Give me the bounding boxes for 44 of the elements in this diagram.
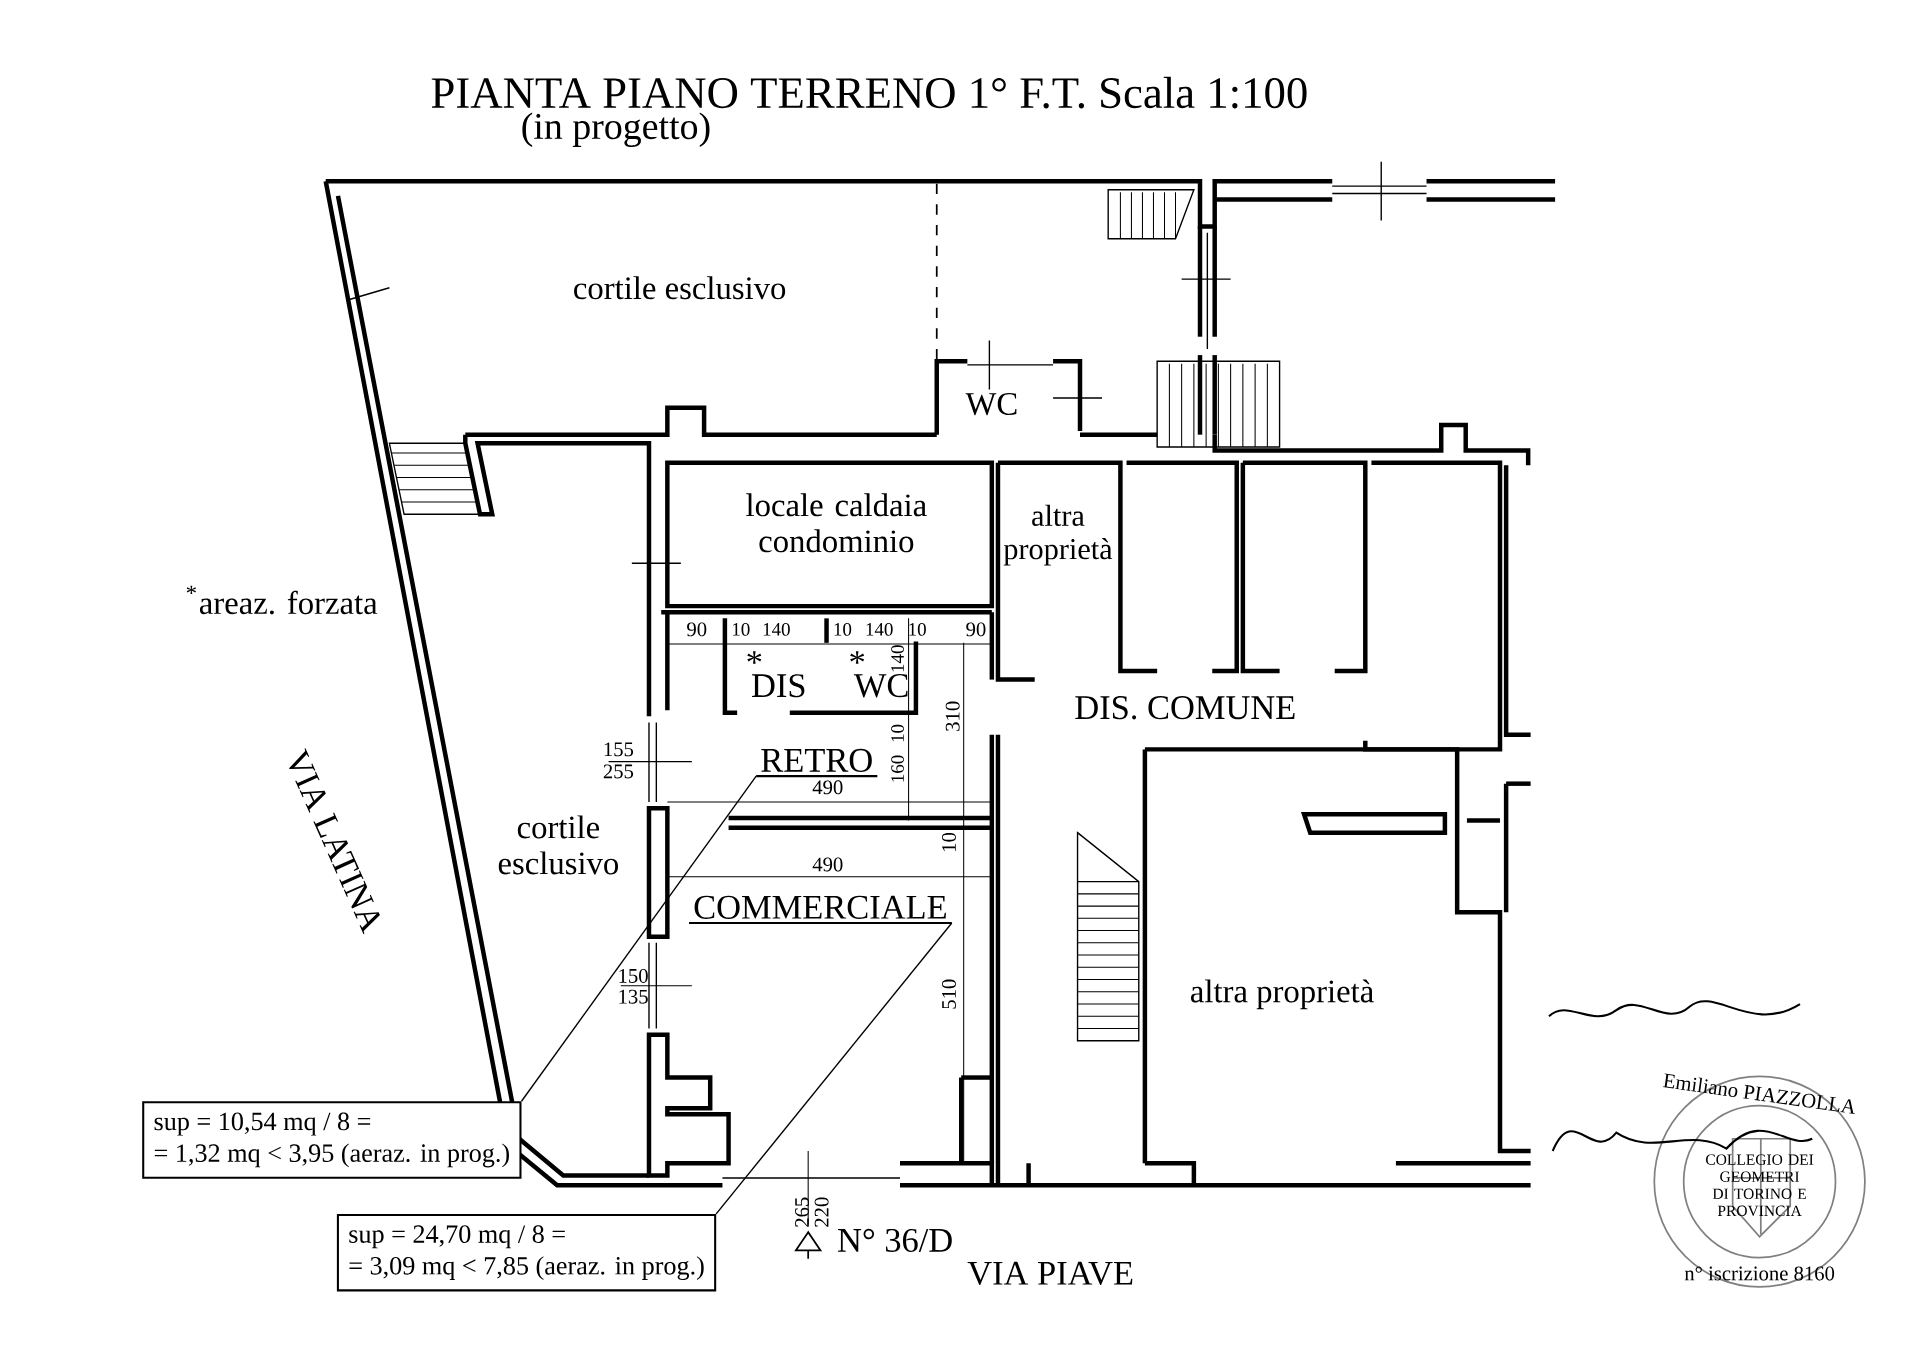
room-label: WC [965, 393, 1017, 416]
dimension-label: 155 [604, 742, 634, 757]
subtitle: (in progetto) [522, 112, 710, 148]
room-label: WC [853, 674, 908, 698]
dimension-label: 90 [966, 622, 986, 637]
room-label: DIS [752, 674, 805, 698]
dimension-label: 310 [945, 701, 960, 731]
room-label: altra proprietà [1003, 504, 1113, 566]
dimension-label: 510 [942, 979, 956, 1009]
dimension-label: 265 [795, 1197, 809, 1227]
room-label: cortile esclusivo [574, 276, 786, 300]
dimension-label: 140 [763, 623, 790, 636]
leader-line [520, 775, 757, 1103]
asterisk-mark: * [747, 651, 762, 664]
stamp-text: Emiliano PIAZZOLLA [1662, 1073, 1855, 1115]
dimension-label: 90 [687, 622, 707, 637]
dimension-label: 10 [834, 623, 852, 636]
room-label: altra proprietà [1191, 979, 1374, 1010]
dimension-label: 220 [814, 1197, 829, 1227]
note-label: $^{*}$areaz. forzata [186, 585, 378, 615]
note-box: sup = 10,54 mq / 8 = = 1,32 mq < 3,95 (aeraz. in prog.) [142, 1101, 522, 1179]
dimension-label: 490 [812, 857, 843, 872]
stamp-text: COLLEGIO DEI GEOMETRI DI TORINO E PROVINCIA [1706, 1154, 1814, 1217]
note-box: sup = 24,70 mq / 8 = = 3,09 mq < 7,85 (aeraz. in prog.) [336, 1214, 717, 1292]
address-label: N° 36/D [838, 1228, 952, 1253]
dimension-label: 150 [619, 969, 648, 984]
street-name: VIA PIAVE [967, 1262, 1133, 1286]
room-label: locale caldaia condominio [746, 493, 927, 553]
dimension-label: 140 [891, 645, 904, 672]
title: PIANTA PIANO TERRENO 1° F.T. Scala 1:100 [431, 76, 1307, 109]
dimension-label: 140 [866, 623, 893, 636]
room-title: RETRO [756, 745, 878, 778]
dimension-label: 10 [733, 623, 750, 636]
room-label: cortile esclusivo [498, 815, 619, 875]
room-title: COMMERCIALE [689, 892, 952, 925]
dimension-label: 255 [603, 764, 634, 779]
dimension-label: 10 [909, 623, 926, 636]
room-label: DIS. COMUNE [1075, 696, 1295, 720]
dimension-label: 135 [619, 989, 648, 1004]
dimension-label: 10 [891, 724, 904, 742]
asterisk-mark: * [850, 651, 865, 664]
dimension-label: 10 [942, 833, 956, 852]
stamp-text: n° iscrizione 8160 [1684, 1266, 1835, 1281]
leader-line [715, 922, 953, 1215]
